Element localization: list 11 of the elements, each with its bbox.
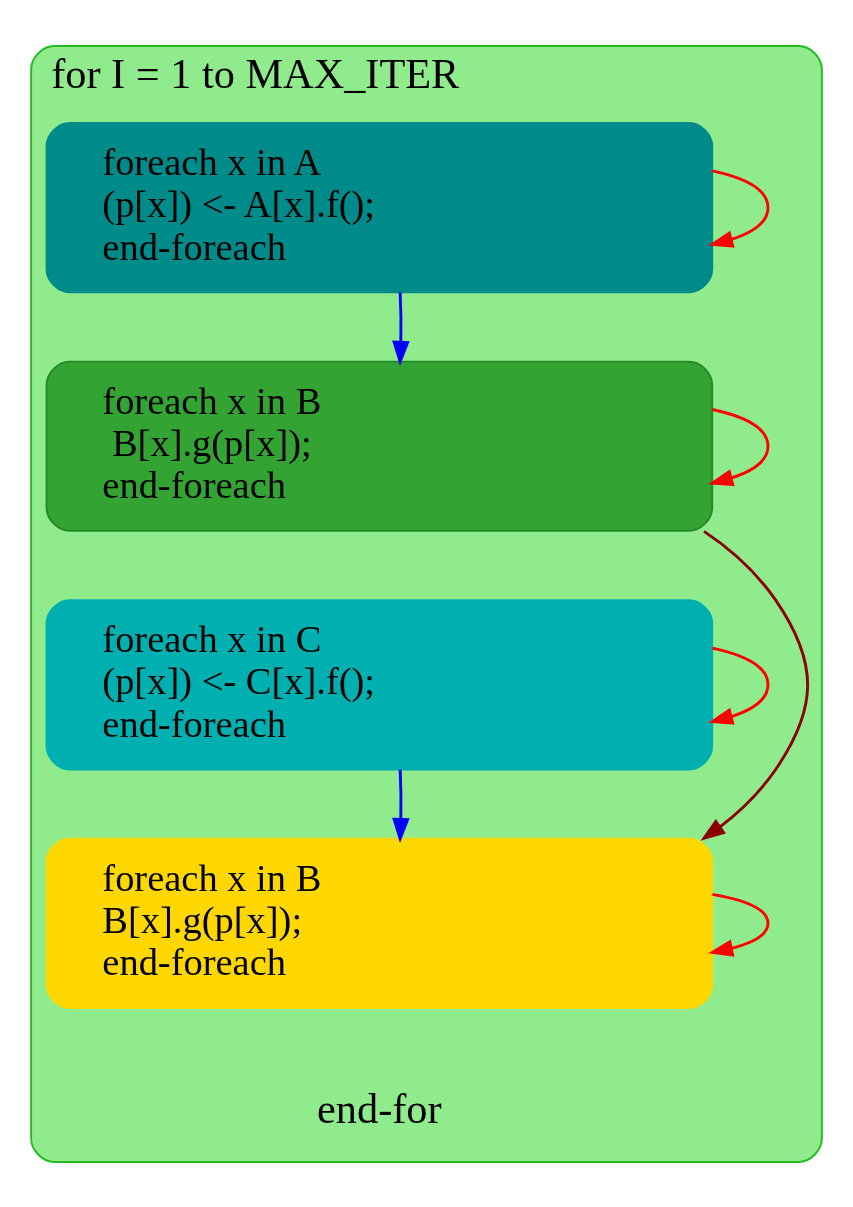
arrow: [708, 169, 770, 248]
arrow: [700, 529, 810, 841]
arrow: [392, 768, 410, 843]
node-box: foreach x in C (p[x]) <- C[x].f(); end-foreach: [45, 598, 714, 770]
arrow: [708, 646, 770, 725]
node-box: foreach x in A (p[x]) <- A[x].f(); end-foreach: [45, 121, 714, 293]
arrow: [392, 291, 410, 366]
arrow: [708, 407, 770, 486]
node-box: foreach x in B B[x].g(p[x]); end-foreach: [45, 360, 714, 532]
arrow: [708, 892, 770, 957]
node-box: foreach x in B B[x].g(p[x]); end-foreach: [45, 837, 714, 1009]
